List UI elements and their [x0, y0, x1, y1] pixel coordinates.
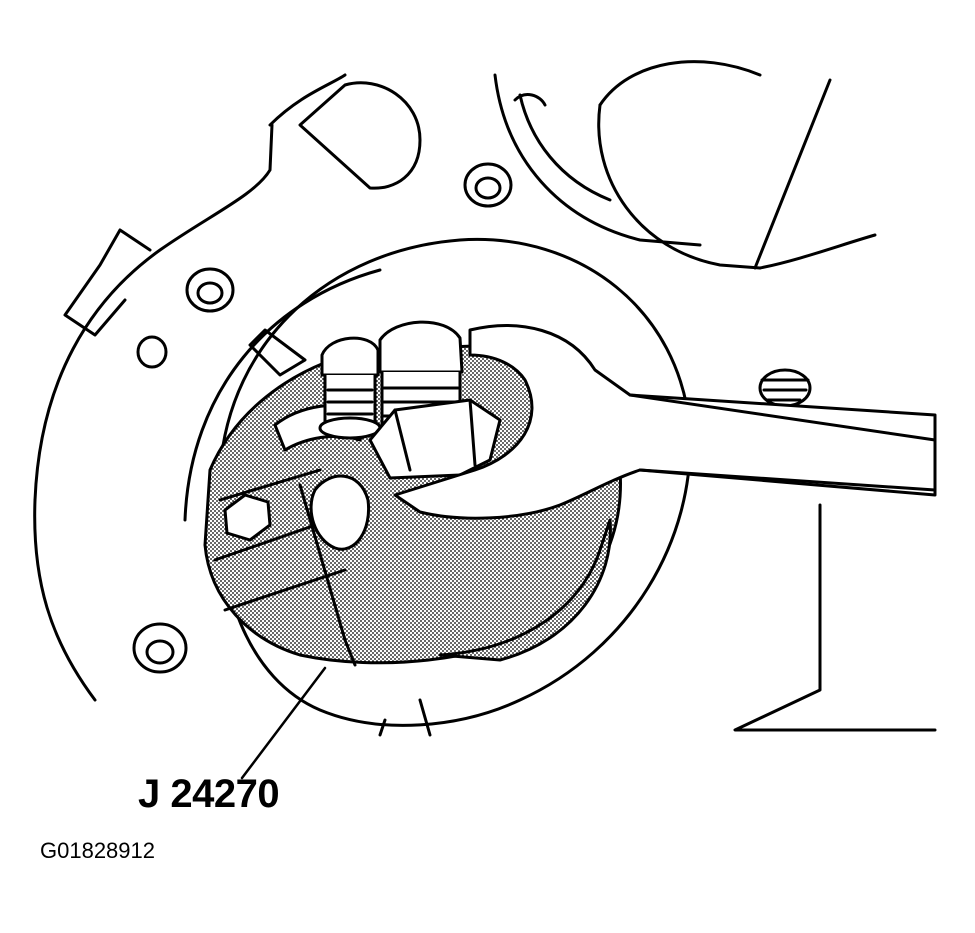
- large-bolt: [368, 320, 502, 480]
- open-end-wrench: [393, 324, 937, 520]
- figure-id-label: G01828912: [40, 838, 155, 863]
- callout-leader-line: [240, 666, 327, 780]
- small-bolt: [318, 336, 382, 440]
- dowel-hole-diamond: [298, 81, 422, 190]
- bolt-hole-left-lower: [132, 622, 188, 674]
- bolt-hole-top: [463, 162, 513, 208]
- stud-right: [758, 368, 812, 408]
- housing-bore: [183, 237, 692, 737]
- engine-block-outline: [33, 60, 937, 732]
- bolt-hole-left-small: [136, 335, 168, 369]
- tool-side-bolt: [223, 493, 272, 542]
- bolt-hole-left-upper: [185, 267, 235, 313]
- tool-callout-label: J 24270: [138, 772, 280, 816]
